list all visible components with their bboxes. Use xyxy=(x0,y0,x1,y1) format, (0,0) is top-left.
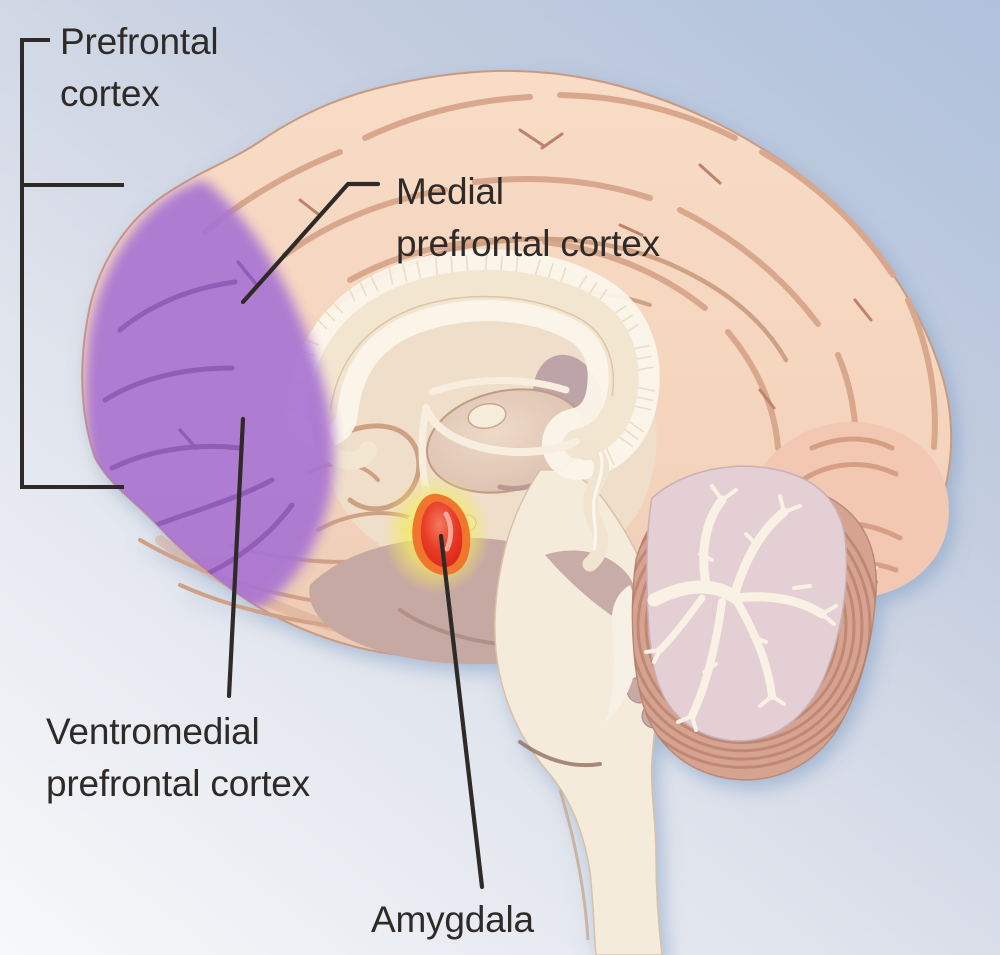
medial-prefrontal-leader-line xyxy=(240,181,381,305)
amygdala-leader-line xyxy=(438,533,485,890)
medial-prefrontal-cortex-label: Medial prefrontal cortex xyxy=(396,166,660,270)
brain-root xyxy=(81,69,953,955)
fourth-ventricle xyxy=(606,585,640,722)
amygdala-label-line1: Amygdala xyxy=(371,899,534,940)
amygdala-highlight-streak xyxy=(443,511,454,552)
pineal-colliculi xyxy=(573,440,609,572)
amygdala-label: Amygdala xyxy=(371,894,534,946)
ventromedial-leader-line xyxy=(226,416,246,699)
medial-prefrontal-label-line2: prefrontal cortex xyxy=(396,223,660,264)
arbor-vitae xyxy=(644,484,838,732)
prefrontal-cortex-label: Prefrontal cortex xyxy=(60,16,219,120)
cerebellum xyxy=(631,465,877,781)
ventromedial-label-line1: Ventromedial xyxy=(46,711,260,752)
prefrontal-cortex-label-line2: cortex xyxy=(60,73,160,114)
prefrontal-cortex-label-line1: Prefrontal xyxy=(60,21,219,62)
prefrontal-cortex-region xyxy=(84,180,335,617)
lateral-ventricle-band xyxy=(428,377,570,396)
ventromedial-label-line2: prefrontal cortex xyxy=(46,763,310,804)
prefrontal-gyri xyxy=(102,260,295,578)
medial-prefrontal-label-line1: Medial xyxy=(396,171,504,212)
annotation-lines xyxy=(20,38,485,890)
cortex-sulci-marks xyxy=(298,128,894,452)
prefrontal-bracket xyxy=(20,38,124,489)
ventromedial-prefrontal-cortex-label: Ventromedial prefrontal cortex xyxy=(46,706,310,810)
amygdala-highlight xyxy=(383,474,491,594)
massa-intermedia xyxy=(467,402,507,430)
